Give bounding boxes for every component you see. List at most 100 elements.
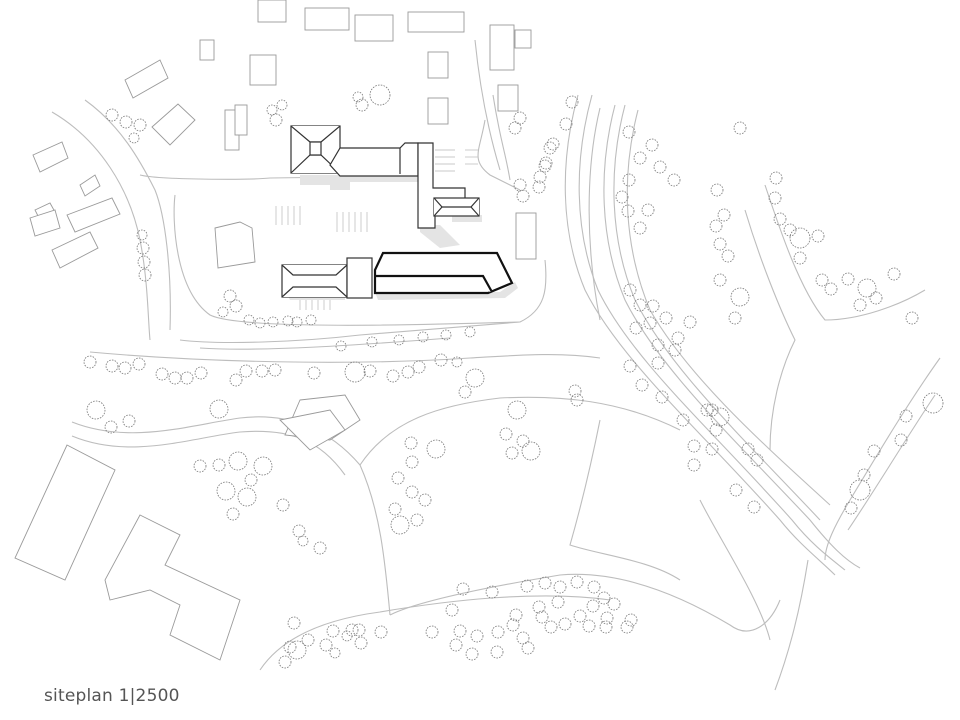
tree-icon: [417, 331, 429, 343]
tree-icon: [586, 599, 600, 613]
tree-icon: [283, 640, 297, 654]
tree-icon: [355, 98, 369, 112]
tree-icon: [553, 580, 567, 594]
tree-icon: [789, 227, 811, 249]
tree-icon: [390, 515, 410, 535]
tree-icon: [278, 655, 292, 669]
tree-icon: [676, 413, 690, 427]
tree-icon: [307, 366, 321, 380]
tree-icon: [434, 353, 448, 367]
tree-icon: [683, 315, 697, 329]
tree-icon: [138, 268, 152, 282]
tree-icon: [535, 610, 549, 624]
tree-icon: [568, 384, 582, 398]
tree-icon: [620, 620, 634, 634]
tree-icon: [516, 631, 530, 645]
tree-icon: [521, 441, 541, 461]
tree-icon: [869, 291, 883, 305]
tree-icon: [667, 173, 681, 187]
tree-icon: [546, 137, 560, 151]
tree-icon: [516, 189, 530, 203]
tree-icon: [453, 624, 467, 638]
tree-icon: [887, 267, 901, 281]
tree-icon: [551, 595, 565, 609]
tree-icon: [352, 623, 366, 637]
tree-icon: [412, 360, 426, 374]
tree-icon: [319, 638, 333, 652]
tree-icon: [223, 289, 237, 303]
tree-icon: [291, 316, 303, 328]
tree-icon: [491, 625, 505, 639]
tree-icon: [687, 458, 701, 472]
tree-icon: [405, 485, 419, 499]
tree-icon: [180, 371, 194, 385]
tree-icon: [905, 311, 919, 325]
tree-icon: [922, 392, 944, 414]
tree-icon: [155, 367, 169, 381]
tree-icon: [783, 223, 797, 237]
tree-icon: [243, 314, 255, 326]
tree-icon: [565, 95, 579, 109]
tree-icon: [506, 618, 520, 632]
tree-icon: [253, 456, 273, 476]
tree-icon: [329, 647, 341, 659]
tree-icon: [168, 371, 182, 385]
tree-icon: [520, 579, 534, 593]
tree-icon: [266, 104, 278, 116]
tree-icon: [301, 633, 315, 647]
tree-icon: [449, 638, 463, 652]
roads: [51, 39, 941, 691]
tree-icon: [119, 115, 133, 129]
tree-icon: [458, 385, 472, 399]
tree-icon: [857, 278, 877, 298]
tree-icon: [465, 647, 479, 661]
tree-icon: [705, 403, 719, 417]
tree-icon: [599, 620, 613, 634]
tree-icon: [105, 359, 119, 373]
tree-icon: [366, 336, 378, 348]
tree-icon: [728, 311, 742, 325]
tree-icon: [597, 591, 611, 605]
tree-icon: [393, 334, 405, 346]
tree-icon: [653, 160, 667, 174]
tree-icon: [643, 316, 657, 330]
tree-icon: [229, 299, 243, 313]
tree-icon: [194, 366, 208, 380]
tree-icon: [853, 298, 867, 312]
tree-icon: [621, 204, 635, 218]
tree-icon: [773, 212, 787, 226]
context-buildings: [14, 0, 537, 661]
tree-icon: [543, 141, 557, 155]
tree-icon: [269, 113, 283, 127]
tree-icon: [513, 178, 527, 192]
tree-icon: [793, 251, 807, 265]
tree-icon: [490, 645, 504, 659]
tree-icon: [849, 479, 871, 501]
tree-icon: [573, 609, 587, 623]
tree-icon: [509, 608, 523, 622]
parking-stripes: [275, 149, 478, 310]
tree-icon: [709, 219, 723, 233]
new-building[interactable]: [373, 251, 514, 295]
tree-icon: [352, 91, 364, 103]
tree-icon: [750, 453, 764, 467]
tree-icon: [600, 611, 614, 625]
tree-icon: [363, 364, 377, 378]
siteplan-caption: siteplan 1|2500: [44, 686, 180, 706]
tree-icon: [405, 455, 419, 469]
tree-icon: [587, 580, 601, 594]
tree-icon: [137, 255, 151, 269]
tree-icon: [811, 229, 825, 243]
tree-icon: [645, 138, 659, 152]
tree-icon: [538, 159, 552, 173]
tree-icon: [228, 451, 248, 471]
tree-icon: [894, 433, 908, 447]
tree-icon: [401, 365, 415, 379]
tree-icon: [713, 237, 727, 251]
tree-icon: [440, 329, 452, 341]
tree-icon: [544, 620, 558, 634]
tree-icon: [710, 407, 730, 427]
tree-icon: [456, 582, 470, 596]
tree-icon: [374, 625, 388, 639]
tree-icon: [244, 473, 258, 487]
